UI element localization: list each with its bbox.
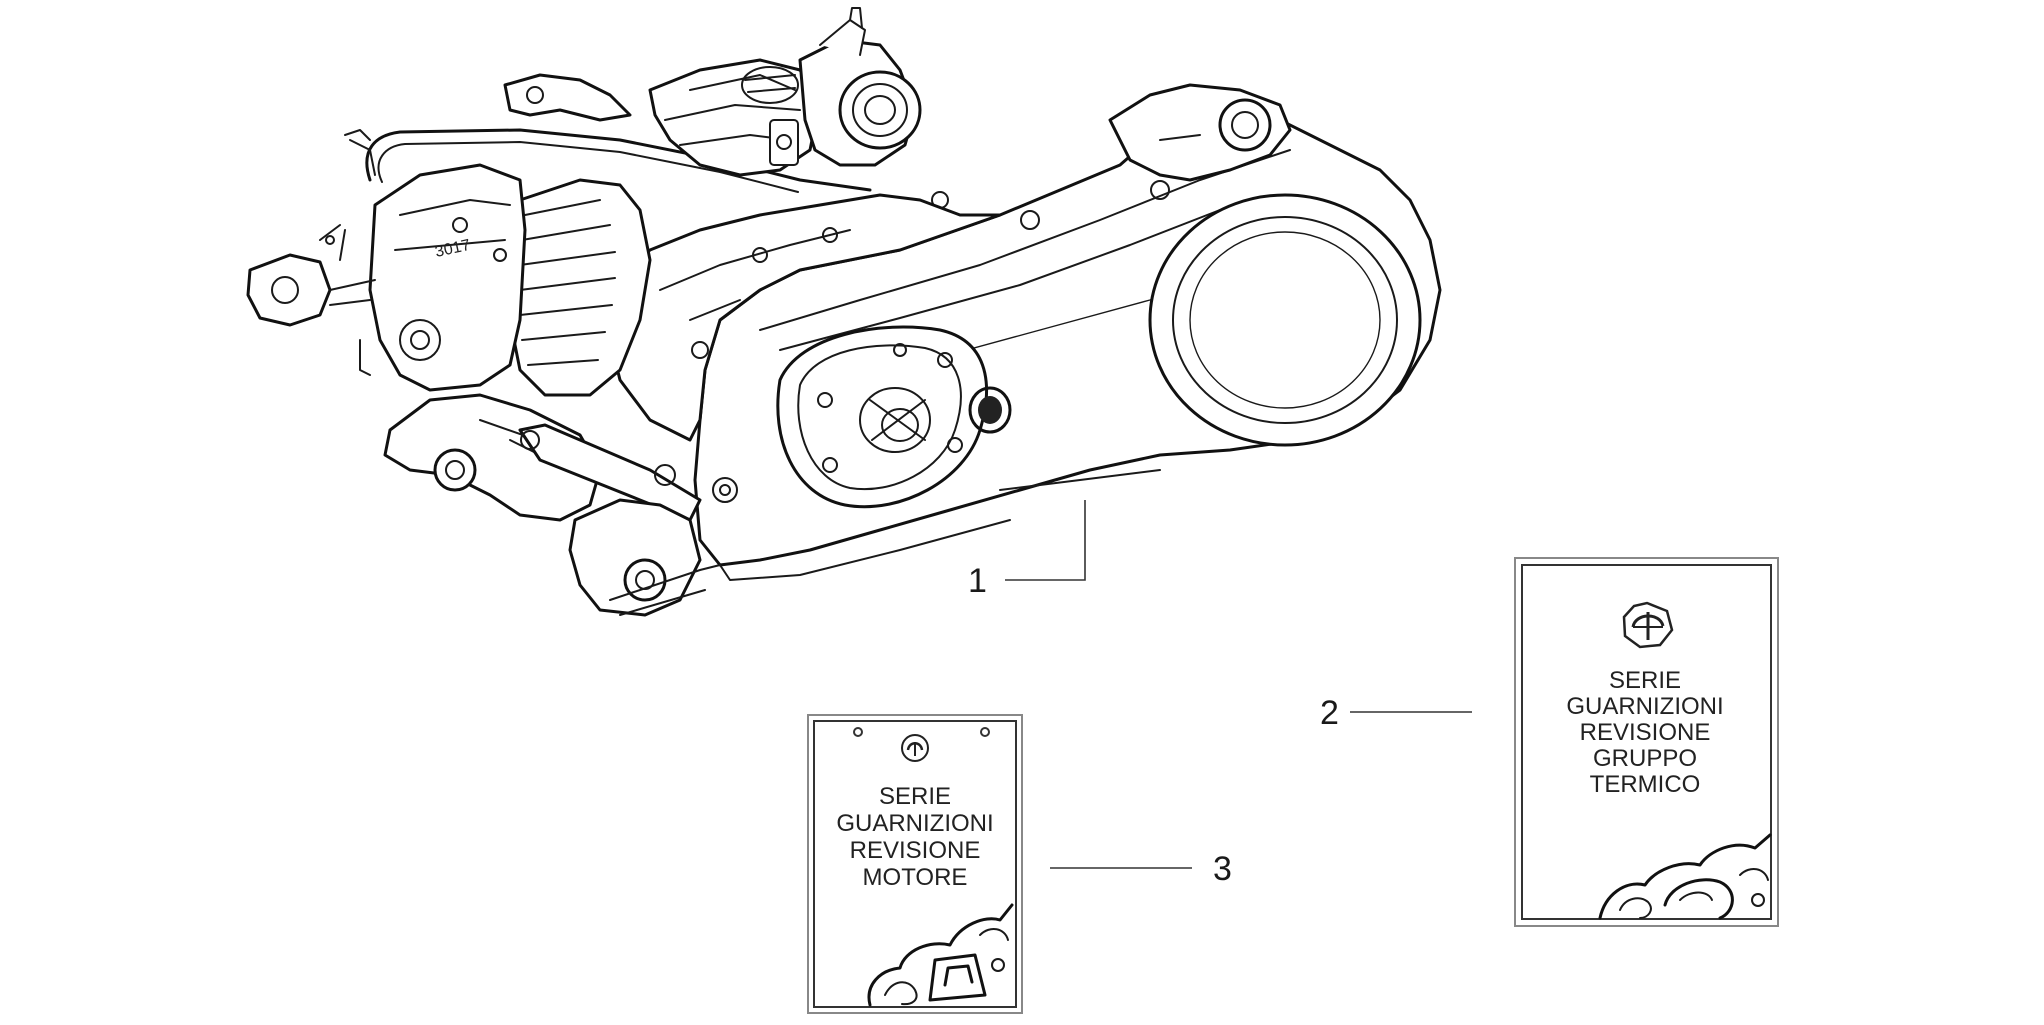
pack-head-line-5: TERMICO xyxy=(1590,771,1701,798)
pack-engine-line-2: GUARNIZIONI xyxy=(836,810,993,837)
callout-3: 3 xyxy=(1050,850,1232,888)
callout-1: 1 xyxy=(968,500,1086,600)
pack-engine-line-1: SERIE xyxy=(879,783,951,810)
gasket-sketch-engine xyxy=(867,903,1014,1007)
gasket-sketch-head xyxy=(1598,833,1772,920)
pack-head-line-2: GUARNIZIONI xyxy=(1566,693,1723,720)
pack-head-line-4: GRUPPO xyxy=(1593,745,1697,772)
gasket-pack-head: SERIE GUARNIZIONI REVISIONE GRUPPO TERMI… xyxy=(1514,557,1779,927)
pack-engine-line-4: MOTORE xyxy=(863,864,968,891)
pack-head-line-3: REVISIONE xyxy=(1580,719,1711,746)
callout-1-label: 1 xyxy=(968,562,987,600)
callout-2: 2 xyxy=(1320,694,1472,732)
gasket-pack-engine: SERIE GUARNIZIONI REVISIONE MOTORE xyxy=(807,714,1023,1014)
engine-assembly: 3017 xyxy=(246,7,1442,617)
pack-head-line-1: SERIE xyxy=(1609,667,1681,694)
callout-2-label: 2 xyxy=(1320,694,1339,732)
piaggio-logo-icon xyxy=(901,734,929,762)
callout-3-label: 3 xyxy=(1213,850,1232,888)
piaggio-logo-icon xyxy=(1622,601,1674,649)
pack-engine-line-3: REVISIONE xyxy=(850,837,981,864)
